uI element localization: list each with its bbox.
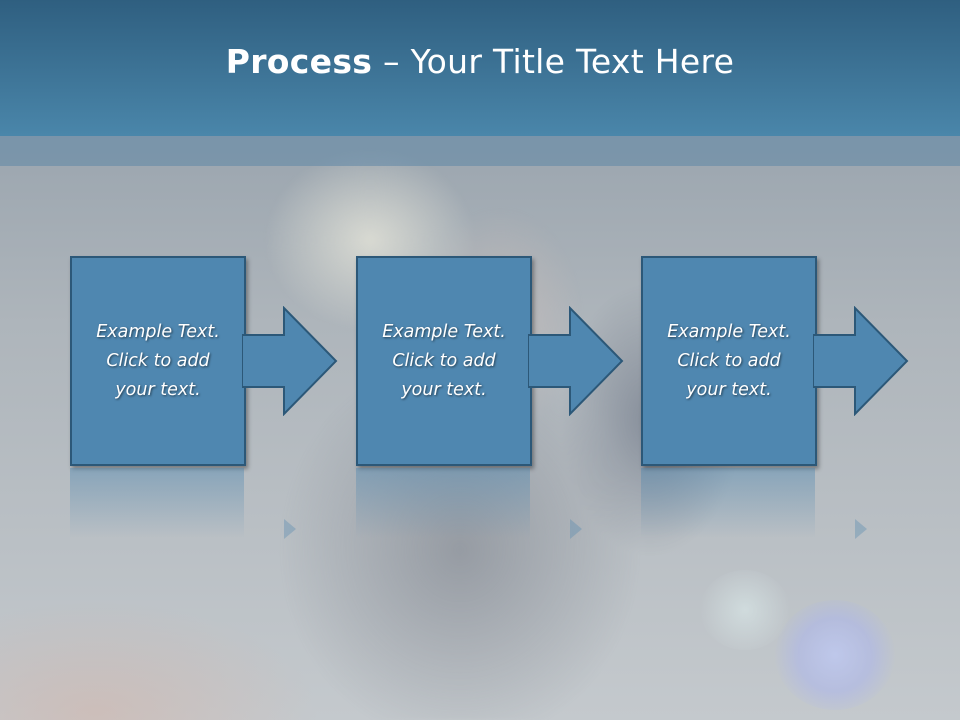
slide-title[interactable]: Process – Your Title Text Here [226, 42, 735, 81]
step-text-line: Click to add [106, 350, 210, 371]
step-text-line: Click to add [392, 350, 496, 371]
title-band [0, 136, 960, 166]
step-text[interactable]: Example Text. Click to add your text. [73, 318, 243, 405]
step-text-line: your text. [401, 379, 487, 400]
step-text-line: Example Text. [667, 321, 791, 342]
title-rest-part: – Your Title Text Here [372, 41, 735, 81]
arrow-right-icon [813, 306, 909, 416]
lens-flare [775, 600, 895, 710]
step-text-line: Example Text. [96, 321, 220, 342]
step-box[interactable]: Example Text. Click to add your text. [641, 256, 817, 466]
process-step-3: Example Text. Click to add your text. [641, 256, 913, 468]
step-text[interactable]: Example Text. Click to add your text. [644, 318, 814, 405]
title-bold-part: Process [225, 41, 373, 81]
step-box[interactable]: Example Text. Click to add your text. [70, 256, 246, 466]
step-text-line: your text. [115, 379, 201, 400]
step-reflection [641, 468, 815, 538]
step-text-line: Example Text. [382, 321, 506, 342]
arrow-right-icon [528, 306, 624, 416]
step-text-line: your text. [686, 379, 772, 400]
step-reflection [70, 468, 244, 538]
process-step-2: Example Text. Click to add your text. [356, 256, 628, 468]
arrow-right-icon [242, 306, 338, 416]
step-text-line: Click to add [677, 350, 781, 371]
arrow-reflection [570, 519, 582, 539]
arrow-reflection [284, 519, 296, 539]
step-text[interactable]: Example Text. Click to add your text. [359, 318, 529, 405]
background-glow [0, 600, 320, 720]
arrow-reflection [855, 519, 867, 539]
step-reflection [356, 468, 530, 538]
title-bar: Process – Your Title Text Here [0, 0, 960, 136]
process-step-1: Example Text. Click to add your text. [70, 256, 342, 468]
step-box[interactable]: Example Text. Click to add your text. [356, 256, 532, 466]
lens-flare-small [700, 570, 790, 650]
